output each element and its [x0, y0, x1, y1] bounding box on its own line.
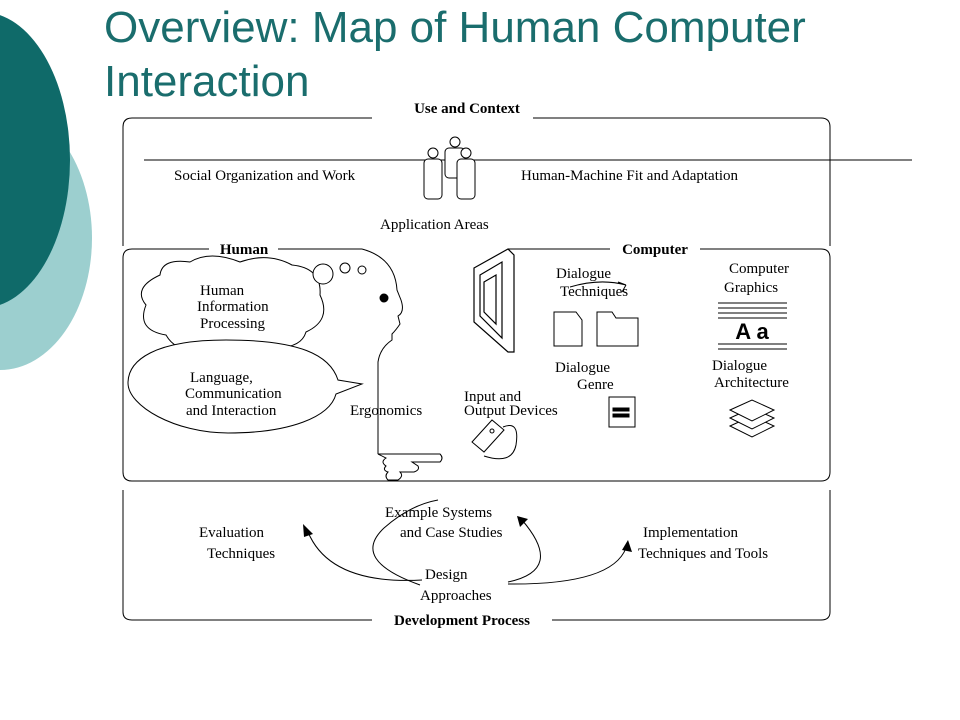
dialogue-techniques-label-2: Techniques: [560, 284, 628, 300]
example-return-arrow: [507, 519, 541, 583]
ergonomics-label: Ergonomics: [350, 403, 422, 419]
monitor-icon: [473, 248, 515, 353]
hip-label-2: Information: [197, 299, 269, 315]
development-box: [122, 490, 831, 621]
font-lines-icon: [718, 302, 787, 350]
design-label-1: Design: [425, 567, 468, 583]
arrowhead-example: [517, 516, 528, 527]
design-to-evaluation-arrow: [307, 531, 423, 581]
design-label-2: Approaches: [420, 588, 492, 604]
process-arrows: [307, 499, 627, 586]
dialogue-genre-label-1: Dialogue: [555, 360, 610, 376]
mouse-icon: [471, 419, 518, 460]
design-to-example-arrow: [372, 499, 439, 586]
dialogue-architecture-label-2: Architecture: [714, 375, 789, 391]
human-machine-fit-label: Human-Machine Fit and Adaptation: [521, 168, 739, 184]
example-systems-label-1: Example Systems: [385, 505, 492, 521]
dialogue-techniques-label-1: Dialogue: [556, 266, 611, 282]
development-process-label: Development Process: [394, 613, 530, 629]
document-icon: [608, 396, 636, 428]
application-areas-label: Application Areas: [380, 217, 489, 233]
slide-title-line-1: Overview: Map of Human Computer: [104, 3, 806, 52]
people-icon: [423, 136, 476, 200]
folder-icon: [553, 281, 639, 347]
arrowhead-implementation: [622, 540, 632, 552]
head-icon: [361, 248, 403, 454]
computer-graphics-label-2: Graphics: [724, 280, 778, 296]
dialogue-architecture-label-1: Dialogue: [712, 358, 767, 374]
evaluation-label-2: Techniques: [207, 546, 275, 562]
use-context-label: Use and Context: [414, 101, 520, 117]
thought-cloud-icon: [140, 255, 367, 354]
layers-icon: [728, 399, 776, 438]
arrowhead-evaluation: [303, 524, 313, 537]
computer-graphics-label-1: Computer: [729, 261, 789, 277]
social-organization-label: Social Organization and Work: [174, 168, 356, 184]
accent-circle-dark: [0, 15, 70, 305]
speech-bubble-icon: [127, 339, 364, 434]
slide-title-line-2: Interaction: [104, 57, 310, 106]
font-sample-label: A a: [735, 319, 769, 344]
language-label-3: and Interaction: [186, 403, 277, 419]
evaluation-label-1: Evaluation: [199, 525, 264, 541]
use-context-box: [122, 117, 831, 246]
implementation-label-1: Implementation: [643, 525, 738, 541]
io-label-2: Output Devices: [464, 403, 558, 419]
dialogue-genre-label-2: Genre: [577, 377, 614, 393]
hand-icon: [377, 453, 443, 481]
language-label-1: Language,: [190, 370, 253, 386]
hip-label-1: Human: [200, 283, 245, 299]
computer-label: Computer: [622, 242, 688, 258]
example-systems-label-2: and Case Studies: [400, 525, 503, 541]
design-to-implementation-arrow: [507, 547, 627, 585]
human-computer-box: [122, 248, 831, 482]
implementation-label-2: Techniques and Tools: [638, 546, 768, 562]
io-label-1: Input and: [464, 389, 522, 405]
human-label: Human: [220, 242, 269, 258]
language-label-2: Communication: [185, 386, 282, 402]
hip-label-3: Processing: [200, 316, 265, 332]
